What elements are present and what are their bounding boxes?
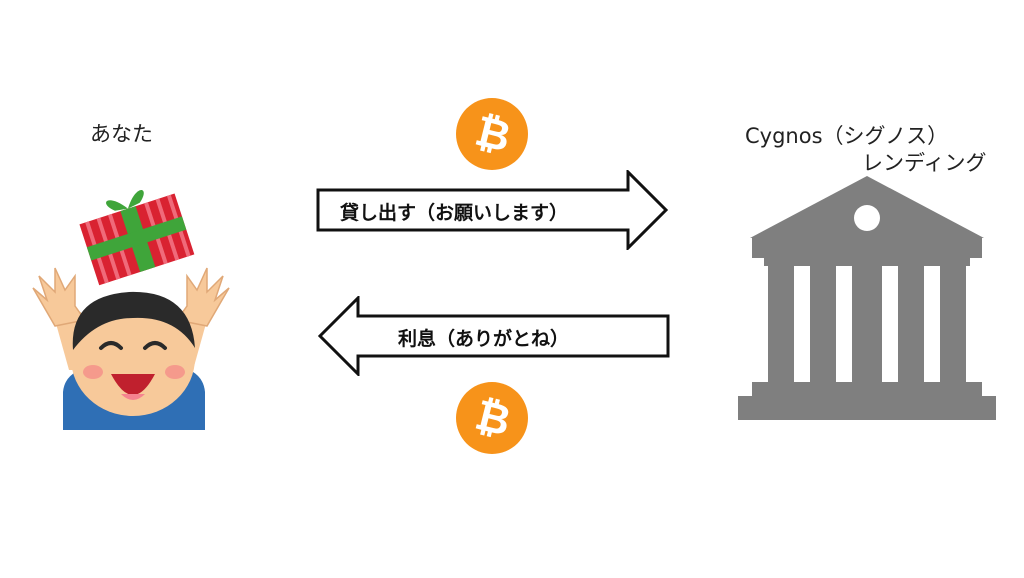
bitcoin-icon: ₿ [456,382,528,454]
interest-arrow-text: 利息（ありがとね） [398,328,570,350]
lender-name-label: Cygnos（シグノス） [745,124,949,148]
coin-bottom-circle [456,382,528,454]
bank-building-icon [738,176,996,420]
coin-top: ₿ [456,98,528,170]
interest-arrow [317,296,670,376]
coin-top-circle [456,98,528,170]
bitcoin-icon: ₿ [456,98,528,170]
child-with-gift-icon [32,189,230,430]
coin-bottom: ₿ [456,382,528,454]
you-label: あなた [90,122,153,146]
lend-arrow-text: 貸し出す（お願いします） [340,202,569,224]
lender-type-label: レンディング [862,151,987,175]
bank-shape [738,176,996,420]
lend-arrow [316,170,669,250]
